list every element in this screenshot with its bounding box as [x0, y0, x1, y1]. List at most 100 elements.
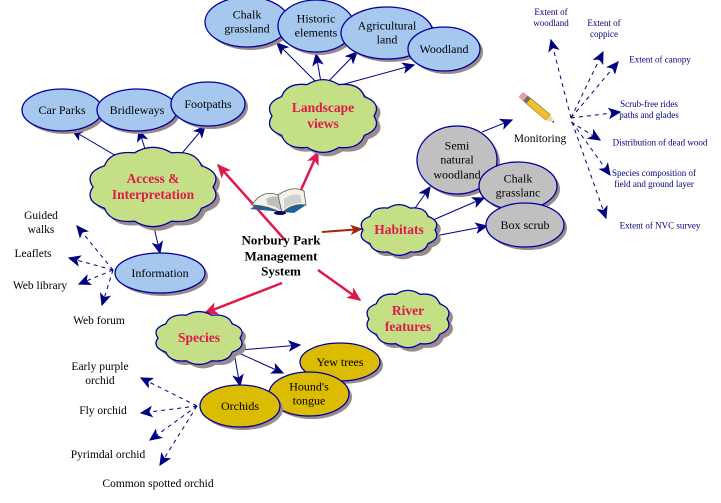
node-label-historic-elements-line: Historic	[296, 11, 336, 26]
edge-monitoring-item-2	[570, 61, 619, 119]
node-semi-natural-woodland[interactable]	[416, 125, 498, 195]
edge-information-leaf-2	[77, 269, 114, 285]
node-label-hounds-tongue-line: Hound's	[289, 379, 329, 394]
node-label-woodland: Woodland	[419, 42, 468, 56]
node-label-orchids-line: Orchids	[221, 398, 259, 413]
cloud-habitats[interactable]	[360, 203, 438, 257]
center-title-line: Management	[244, 248, 318, 264]
cloud-label-access: Access &Interpretation	[112, 171, 194, 203]
edge-orchids-leaf-1	[139, 405, 198, 418]
monitoring-item-distribution-of-dead-wood: Distribution of dead wood	[613, 138, 708, 149]
cloud-label-access-line: Interpretation	[111, 187, 195, 202]
edge-center-to-habitats	[321, 224, 364, 236]
info-leaf-leaflets-line: Leaflets	[14, 248, 52, 261]
orchid-leaf-early-purple-orchid-line: orchid	[85, 375, 115, 387]
cloud-river[interactable]	[366, 289, 450, 349]
edge-semi-monitoring	[481, 118, 514, 133]
orchid-leaf-pyramidal-orchid-line: Pyrimdal orchid	[70, 449, 146, 462]
edge-habitats-box	[434, 222, 489, 237]
node-footpaths[interactable]	[170, 81, 246, 127]
node-label-car-parks-line: Car Parks	[38, 102, 86, 117]
orchid-leaf-pyramidal-orchid: Pyrimdal orchid	[71, 449, 145, 463]
node-label-box-scrub: Box scrub	[501, 218, 550, 232]
node-label-footpaths: Footpaths	[184, 97, 231, 111]
info-leaf-guided-walks-line: Guided	[24, 210, 58, 223]
edge-information-leaf-1	[67, 255, 114, 271]
info-leaf-web-library: Web library	[13, 280, 67, 294]
cloud-landscape[interactable]	[268, 78, 378, 154]
cloud-label-species: Species	[178, 330, 220, 346]
node-label-agricultural-land-line: Agricultural	[357, 18, 417, 33]
monitoring-item-scrub-free-rides-line: Scrub-free rides	[620, 99, 678, 110]
orchid-leaf-common-spotted-orchid-line: Common spotted orchid	[102, 478, 214, 491]
edge-monitoring-item-0	[548, 38, 572, 119]
node-orchids[interactable]	[199, 384, 281, 428]
node-woodland[interactable]	[407, 26, 481, 72]
cloud-label-landscape-line: views	[307, 116, 339, 131]
monitoring-item-species-composition-line: field and ground layer	[614, 179, 694, 189]
node-label-semi-natural-woodland-line: Semi	[444, 138, 470, 153]
orchid-leaf-early-purple-orchid-line: Early purple	[71, 361, 129, 374]
monitoring-item-scrub-free-rides-line: paths and glades	[619, 110, 679, 120]
center-title-line: Norbury Park	[241, 232, 321, 248]
cloud-label-species-line: Species	[178, 329, 220, 345]
monitoring-label: Monitoring	[514, 133, 566, 147]
node-label-chalk-grassland-habitat-line: grasslanc	[495, 186, 541, 200]
monitoring-item-extent-of-coppice-line: Extent of	[587, 18, 621, 29]
cloud-label-river-line: River	[391, 302, 425, 318]
monitoring-item-extent-of-canopy: Extent of canopy	[629, 55, 690, 66]
edge-monitoring-item-5	[571, 121, 611, 177]
node-label-chalk-grassland-landscape-line: Chalk	[232, 7, 262, 22]
node-label-chalk-grassland-landscape-line: grassland	[224, 22, 270, 36]
monitoring-item-extent-of-nvc-survey: Extent of NVC survey	[620, 221, 701, 232]
orchid-leaf-fly-orchid: Fly orchid	[79, 405, 127, 419]
info-leaf-web-library-line: Web library	[12, 280, 68, 293]
node-label-semi-natural-woodland-line: woodland	[433, 167, 481, 182]
cloud-label-river-line: features	[384, 319, 432, 334]
edge-information-leaf-0	[76, 224, 114, 271]
monitoring-item-extent-of-nvc-survey-line: Extent of NVC survey	[619, 220, 701, 231]
node-label-chalk-grassland-habitat-line: Chalk	[503, 171, 533, 186]
cloud-access[interactable]	[89, 146, 217, 228]
center-title-line: System	[261, 263, 301, 279]
monitoring-item-distribution-of-dead-wood-line: Distribution of dead wood	[612, 137, 708, 148]
info-leaf-web-forum: Web forum	[73, 315, 125, 329]
cloud-species[interactable]	[155, 310, 243, 366]
node-label-yew-trees: Yew trees	[316, 355, 363, 369]
edge-monitoring-item-4	[570, 121, 602, 141]
edge-monitoring-item-6	[571, 121, 608, 220]
edge-species-yew	[239, 340, 302, 352]
edge-center-to-access	[217, 163, 286, 241]
node-label-woodland-line: Woodland	[419, 41, 469, 56]
node-information[interactable]	[114, 252, 206, 294]
node-label-car-parks: Car Parks	[39, 103, 86, 117]
node-label-footpaths-line: Footpaths	[184, 96, 232, 111]
node-label-information-line: Information	[131, 265, 189, 280]
edge-habitats-chalk	[432, 197, 486, 221]
cloud-label-habitats: Habitats	[374, 222, 424, 238]
edge-species-orchids	[232, 357, 244, 388]
monitoring-item-extent-of-coppice-line: coppice	[590, 29, 618, 39]
node-label-agricultural-land-line: land	[376, 33, 398, 47]
node-label-historic-elements-line: elements	[294, 26, 338, 40]
node-label-box-scrub-line: Box scrub	[500, 217, 550, 232]
monitoring-label-line: Monitoring	[513, 133, 567, 146]
monitoring-item-species-composition-line: Species composition of	[612, 168, 696, 179]
monitoring-item-extent-of-woodland-line: Extent of	[534, 7, 568, 18]
cloud-label-landscape-line: Landscape	[291, 99, 355, 115]
node-box-scrub[interactable]	[485, 202, 565, 248]
info-leaf-guided-walks-line: walks	[27, 224, 55, 236]
